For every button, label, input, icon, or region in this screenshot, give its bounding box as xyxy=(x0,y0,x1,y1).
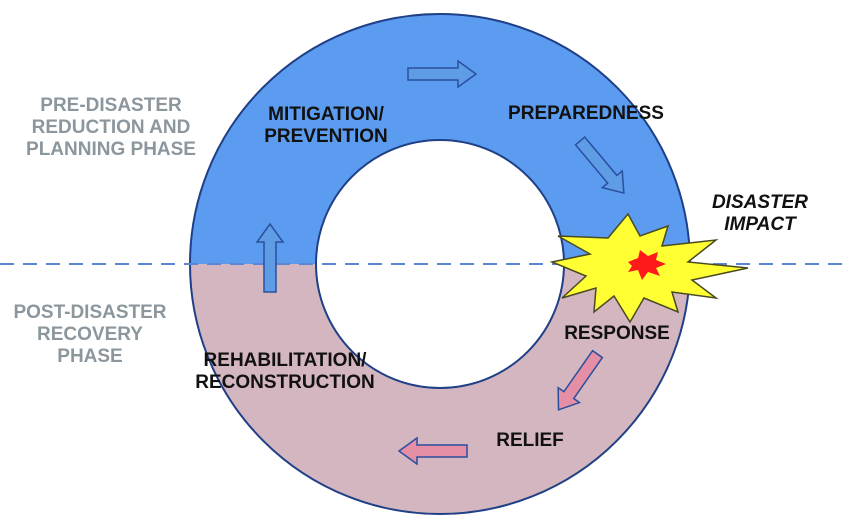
mitigation-line-1: MITIGATION/ xyxy=(268,104,384,125)
rehabilitation-reconstruction-label: REHABILITATION/ RECONSTRUCTION xyxy=(180,350,390,394)
preparedness-text: PREPAREDNESS xyxy=(508,103,664,124)
impact-line-2: IMPACT xyxy=(724,214,796,235)
response-text: RESPONSE xyxy=(564,323,670,344)
arrow-to-mitigation xyxy=(255,222,285,293)
preparedness-label: PREPAREDNESS xyxy=(486,103,686,125)
arrow-to-disaster-impact xyxy=(574,136,625,195)
ring-pre-disaster-half xyxy=(188,13,692,264)
ring-post-disaster-half xyxy=(188,264,692,515)
post-phase-line-3: PHASE xyxy=(57,346,123,367)
rehabilitation-line-2: RECONSTRUCTION xyxy=(195,372,375,393)
post-phase-line-2: RECOVERY xyxy=(37,324,143,345)
disaster-impact-label: DISASTER IMPACT xyxy=(700,192,820,236)
mitigation-line-2: PREVENTION xyxy=(264,126,388,147)
rehabilitation-line-1: REHABILITATION/ xyxy=(203,350,367,371)
arrow-to-relief xyxy=(557,349,604,411)
relief-text: RELIEF xyxy=(496,430,564,451)
pre-phase-line-3: PLANNING PHASE xyxy=(26,139,196,160)
response-label: RESPONSE xyxy=(542,323,692,345)
arrow-to-preparedness xyxy=(407,59,478,89)
relief-label: RELIEF xyxy=(480,430,580,452)
pre-phase-line-1: PRE-DISASTER xyxy=(40,95,182,116)
post-phase-line-1: POST-DISASTER xyxy=(13,302,167,323)
pre-phase-line-2: REDUCTION AND xyxy=(31,117,191,138)
post-disaster-phase-label: POST-DISASTER RECOVERY PHASE xyxy=(0,302,180,368)
pre-disaster-phase-label: PRE-DISASTER REDUCTION AND PLANNING PHAS… xyxy=(6,95,216,161)
disaster-impact-core xyxy=(628,250,666,280)
mitigation-prevention-label: MITIGATION/ PREVENTION xyxy=(236,104,416,148)
impact-line-1: DISASTER xyxy=(711,192,809,213)
arrow-to-rehabilitation xyxy=(397,436,468,466)
